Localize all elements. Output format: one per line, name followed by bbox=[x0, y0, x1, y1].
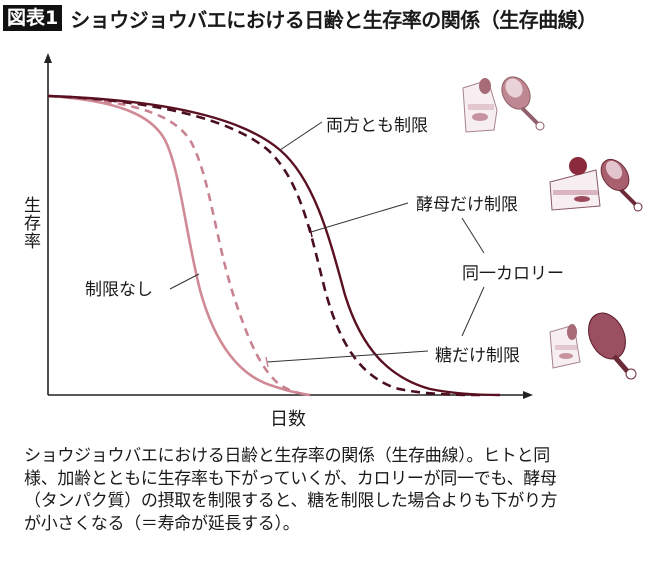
label-sugar-restricted: 糖だけ制限 bbox=[435, 346, 520, 366]
label-yeast-restricted: 酵母だけ制限 bbox=[416, 195, 518, 215]
leader-yeast bbox=[310, 202, 409, 233]
caption-line: が小さくなる（＝寿命が延長する）。 bbox=[24, 513, 300, 534]
leader-same-cal-top bbox=[461, 217, 485, 254]
leader-same-cal-bottom bbox=[461, 286, 485, 337]
leader-sugar bbox=[266, 350, 429, 363]
caption-line: 様、加齢とともに生存率も下がっていくが、カロリーが同一でも、酵母 bbox=[24, 468, 557, 489]
leader-none bbox=[169, 273, 200, 290]
figure-title: ショウジョウバエにおける日齢と生存率の関係（生存曲線） bbox=[70, 7, 597, 32]
figure-caption: ショウジョウバエにおける日齢と生存率の関係（生存曲線）。ヒトと同 様、加齢ととも… bbox=[24, 445, 650, 535]
caption-line: ショウジョウバエにおける日齢と生存率の関係（生存曲線）。ヒトと同 bbox=[24, 446, 550, 466]
cake-and-chicken-icon-both bbox=[462, 76, 545, 133]
x-axis-label: 日数 bbox=[270, 409, 306, 430]
label-no-restriction: 制限なし bbox=[85, 280, 153, 300]
label-both-restricted: 両方とも制限 bbox=[326, 116, 428, 136]
curve-both-restricted bbox=[47, 94, 501, 397]
cake-faded-chicken-full-icon-sugar bbox=[549, 312, 637, 380]
label-same-calorie: 同一カロリー bbox=[462, 264, 564, 284]
leader-sugar-tick bbox=[265, 356, 269, 368]
figure-badge: 図表1 bbox=[3, 5, 63, 31]
curve-sugar-restricted bbox=[47, 94, 311, 397]
figure-title-bar: 図表1 ショウジョウバエにおける日齢と生存率の関係（生存曲線） bbox=[3, 4, 597, 32]
caption-line: （タンパク質）の摂取を制限すると、糖を制限した場合よりも下がり方 bbox=[24, 491, 558, 511]
leader-both bbox=[279, 121, 323, 151]
leader-yeast-tick bbox=[309, 226, 313, 238]
curve-yeast-restricted bbox=[47, 94, 481, 397]
cake-and-chicken-icon-yeast bbox=[549, 157, 643, 212]
y-axis-label: 生存率 bbox=[20, 196, 40, 250]
curve-no-restriction bbox=[47, 94, 311, 397]
